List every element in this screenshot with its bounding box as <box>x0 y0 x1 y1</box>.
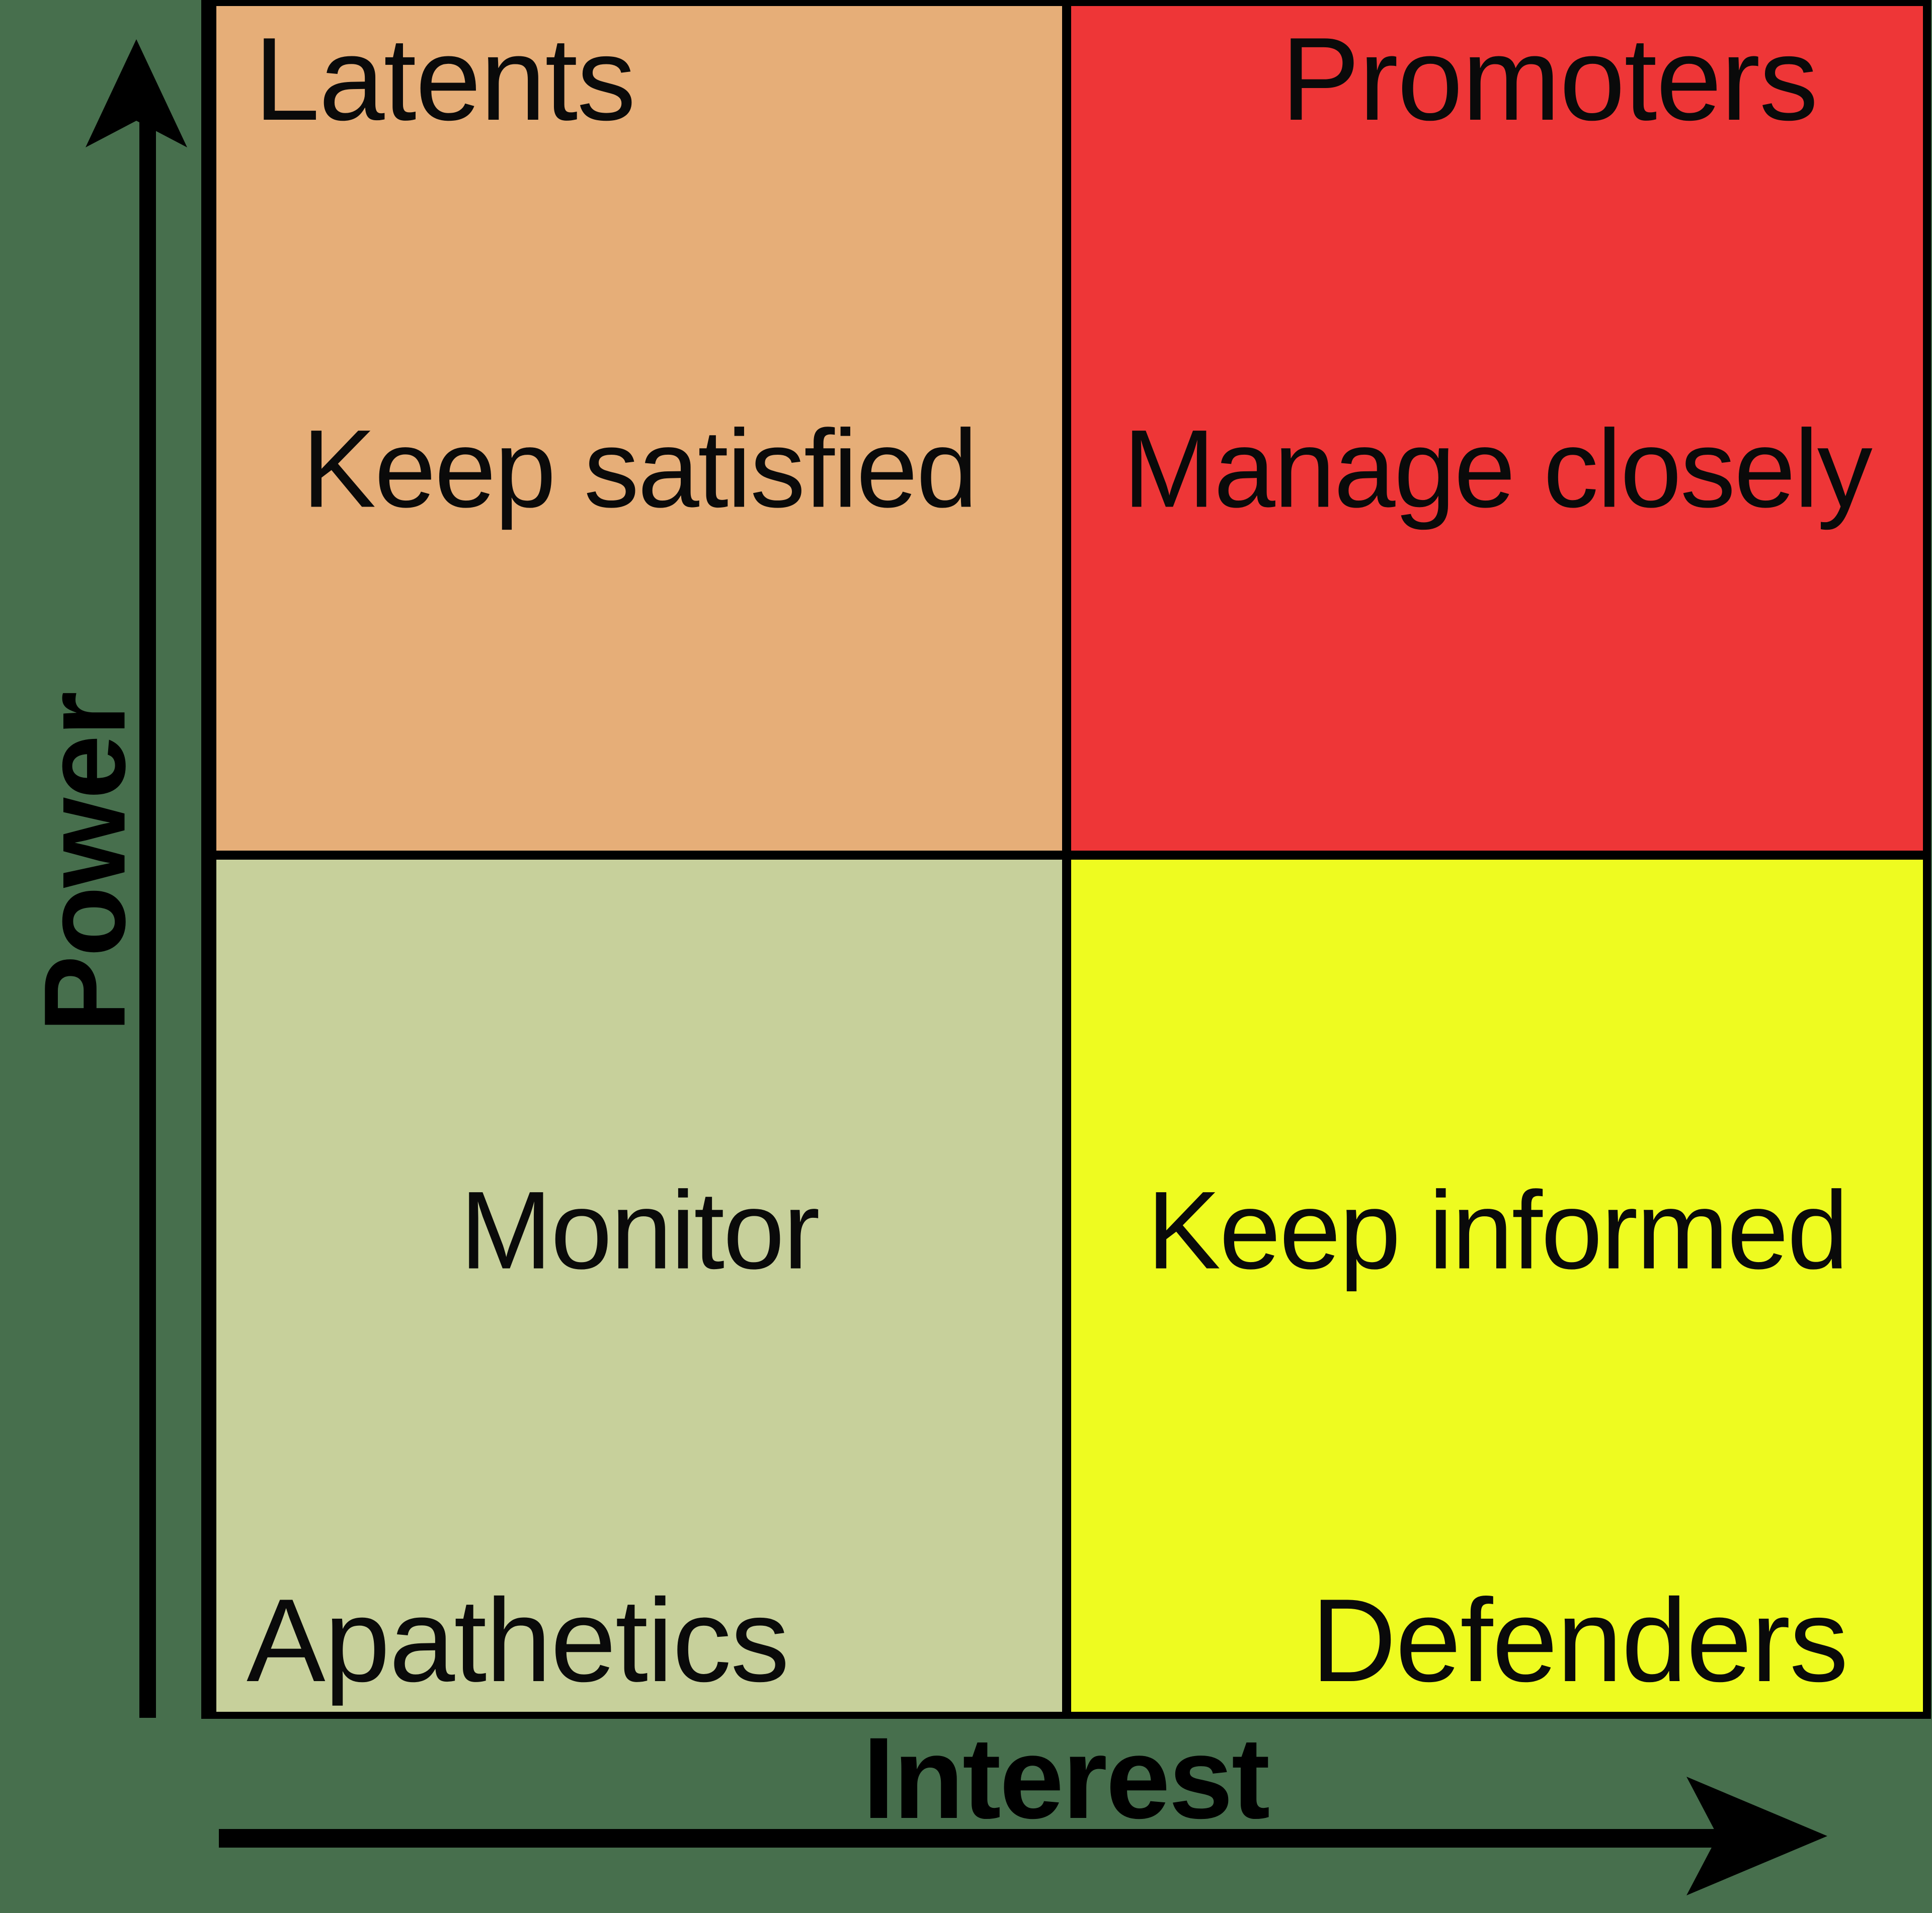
power-interest-matrix: Latents Keep satisfied Promoters Manage … <box>201 0 1931 1719</box>
up-arrowhead-icon <box>86 39 187 147</box>
x-axis-label: Interest <box>862 1713 1270 1843</box>
quadrant-apathetics: Monitor Apathetics <box>216 860 1062 1712</box>
y-axis-label: Power <box>20 693 149 1033</box>
quadrant-strategy-label: Manage closely <box>1123 406 1873 530</box>
quadrant-strategy-label: Keep satisfied <box>302 406 978 530</box>
quadrant-defenders: Keep informed Defenders <box>1071 860 1923 1712</box>
quadrant-group-label: Apathetics <box>247 1574 789 1707</box>
quadrant-group-label: Latents <box>254 13 636 145</box>
quadrant-promoters: Promoters Manage closely <box>1071 6 1923 851</box>
quadrant-strategy-label: Monitor <box>460 1168 820 1292</box>
quadrant-strategy-label: Keep informed <box>1147 1168 1849 1292</box>
right-arrowhead-icon <box>1686 1777 1827 1895</box>
y-axis-line <box>139 121 156 1718</box>
quadrant-group-label: Promoters <box>1281 13 1818 145</box>
quadrant-latents: Latents Keep satisfied <box>216 6 1062 851</box>
quadrant-group-label: Defenders <box>1311 1574 1848 1707</box>
x-axis-line <box>219 1829 1723 1848</box>
